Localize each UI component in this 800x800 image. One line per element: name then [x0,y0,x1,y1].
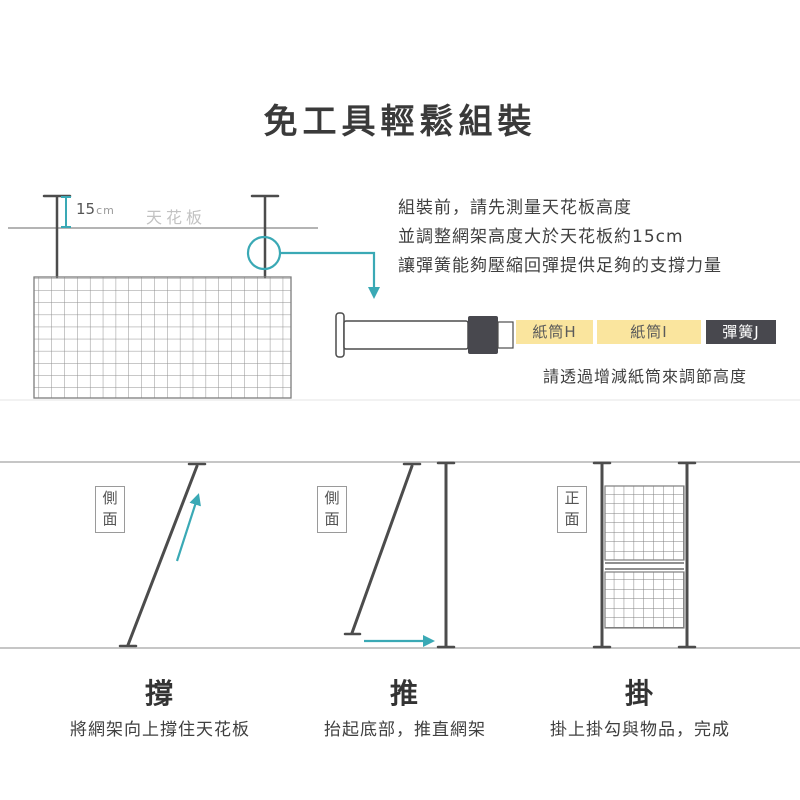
pole-detail [335,312,514,358]
step1-description: 將網架向上撐住天花板 [70,720,250,740]
measurement-unit: cm [96,204,115,217]
measurement-value: 15 [76,200,96,218]
step3-view-label: 正面 [557,486,587,533]
step3-poles [592,461,697,649]
mesh-rack [33,276,292,399]
step1-action: 撐 [144,677,175,710]
callout-arrow [281,251,380,299]
instruction-line-2: 並調整網架高度大於天花板約15cm [398,227,684,247]
height-measure-bracket [61,196,71,228]
part-label-spring-j: 彈簧J [706,320,776,344]
part-label-paper-tube-h: 紙筒H [516,320,593,344]
instruction-line-3: 讓彈簧能夠壓縮回彈提供足夠的支撐力量 [398,256,722,276]
adjust-height-note: 請透過增減紙筒來調節高度 [542,367,747,386]
height-measurement: 15cm [76,200,115,218]
ceiling-label: 天花板 [146,208,207,227]
step3-action: 掛 [624,677,655,710]
instruction-line-1: 組裝前，請先測量天花板高度 [398,198,632,218]
step3-mesh-upper [604,485,685,561]
step2-view-label: 側面 [317,486,347,533]
step3-mesh-lower [604,571,685,629]
step3-description: 掛上掛勾與物品，完成 [550,720,730,740]
page-title: 免工具輕鬆組裝 [263,102,537,142]
instruction-text-block: 組裝前，請先測量天花板高度 並調整網架高度大於天花板約15cm 讓彈簧能夠壓縮回… [398,194,798,281]
step2-poles [343,461,456,649]
highlight-circle [246,235,282,271]
step2-description: 抬起底部，推直網架 [324,720,486,740]
step2-action: 推 [389,677,420,710]
step1-view-label: 側面 [95,486,125,533]
part-label-paper-tube-i: 紙筒I [597,320,701,344]
step1-up-arrow [175,493,201,562]
step1-pole [118,462,207,648]
